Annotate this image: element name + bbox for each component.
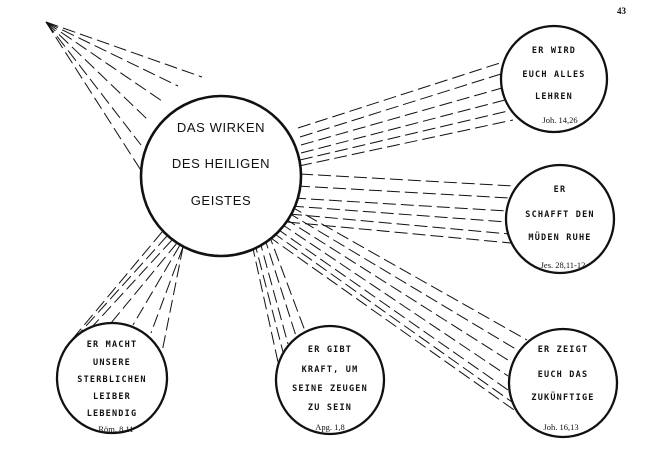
- node-leben-line-5: LEBENDIG: [87, 409, 138, 419]
- rays-zukunft-line-2: [283, 217, 512, 363]
- node-zukunft-line-1: ER ZEIGT: [538, 345, 589, 355]
- rays-leben-line-1: [64, 231, 163, 349]
- rays-lehren-line-6: [298, 119, 514, 167]
- node-zukunft-circle: [507, 327, 619, 439]
- center-line-3: GEISTES: [191, 193, 252, 208]
- node-ruhe-line-1: ER: [554, 185, 567, 195]
- center-circle: [139, 94, 303, 258]
- rays-ruhe-line-2: [290, 205, 508, 223]
- node-zukunft-line-2: EUCH DAS: [538, 370, 589, 380]
- rays-lehren-line-4: [300, 99, 506, 154]
- node-ruhe-line-2: SCHAFFT DEN: [525, 210, 595, 220]
- rays-zukunft-line-7: [289, 205, 528, 341]
- rays-ruhe-line-3: [288, 213, 510, 235]
- node-zeugen-circle: [274, 324, 386, 436]
- node-leben: ER MACHT UNSERE STERBLICHEN LEIBER LEBEN…: [55, 321, 169, 435]
- rays-leben-line-3: [90, 239, 173, 329]
- node-lehren-line-3: LEHREN: [535, 92, 573, 102]
- node-leben-line-1: ER MACHT: [87, 340, 138, 350]
- rays-ruhe-line-6: [296, 185, 510, 199]
- node-leben-line-4: LEIBER: [93, 392, 131, 402]
- rays-top-left-line-1: [45, 21, 143, 173]
- rays-leben-line-7: [161, 246, 184, 353]
- rays-zeugen-line-2: [258, 237, 289, 345]
- node-zeugen-line-4: ZU SEIN: [308, 403, 352, 413]
- rays-top-left-line-2: [45, 21, 142, 146]
- node-lehren: ER WIRD EUCH ALLES LEHREN Joh. 14,26: [499, 24, 609, 134]
- rays-top-left-line-3: [45, 21, 149, 121]
- node-lehren-ref: Joh. 14,26: [542, 115, 577, 125]
- rays-lehren-line-5: [299, 110, 509, 161]
- node-zeugen-line-1: ER GIBT: [308, 345, 352, 355]
- connector-rays: [45, 21, 528, 413]
- rays-ruhe-line-1: [292, 197, 508, 212]
- rays-zukunft-line-1: [286, 211, 520, 352]
- node-zeugen: ER GIBT KRAFT, UM SEINE ZEUGEN ZU SEIN A…: [274, 324, 386, 436]
- rays-top-left-line-6: [45, 21, 203, 78]
- node-zukunft-line-3: ZUKÜNFTIGE: [531, 392, 594, 403]
- rays-leben-line-4: [110, 242, 178, 324]
- page-number: 43: [617, 6, 627, 16]
- node-ruhe: ER SCHAFFT DEN MÜDEN RUHE Jes. 28,11-12: [504, 163, 616, 275]
- rays-zeugen-line-5: [251, 243, 279, 363]
- rays-zukunft-line-3: [279, 222, 509, 377]
- node-zeugen-line-2: KRAFT, UM: [302, 365, 359, 375]
- node-zukunft: ER ZEIGT EUCH DAS ZUKÜNFTIGE Joh. 16,13: [507, 327, 619, 439]
- rays-leben-line-2: [76, 235, 168, 337]
- rays-zukunft-line-6: [267, 235, 518, 413]
- node-lehren-circle: [499, 24, 609, 134]
- rays-top-left-line-4: [45, 21, 163, 102]
- node-ruhe-ref: Jes. 28,11-12: [541, 260, 586, 270]
- rays-zukunft-line-5: [271, 231, 513, 403]
- node-leben-ref: Röm. 8,11: [98, 424, 133, 434]
- rays-leben-line-6: [150, 246, 184, 334]
- rays-leben-line-5: [132, 244, 181, 326]
- node-ruhe-line-3: MÜDEN RUHE: [528, 232, 591, 243]
- rays-zeugen-line-1: [253, 239, 284, 353]
- rays-ruhe-line-5: [299, 173, 515, 187]
- center-line-2: DES HEILIGEN: [172, 156, 270, 171]
- rays-lehren-line-1: [297, 61, 504, 129]
- node-leben-line-2: UNSERE: [93, 358, 131, 368]
- center-line-1: DAS WIRKEN: [177, 120, 265, 135]
- rays-top-left-line-5: [45, 21, 179, 87]
- rays-zukunft-line-4: [275, 227, 509, 391]
- node-zeugen-line-3: SEINE ZEUGEN: [292, 384, 368, 394]
- rays-lehren-line-3: [300, 87, 503, 146]
- node-leben-circle: [55, 321, 169, 435]
- center-node: DAS WIRKEN DES HEILIGEN GEISTES: [139, 94, 303, 258]
- node-zeugen-ref: Apg. 1,8: [315, 422, 345, 432]
- node-zukunft-ref: Joh. 16,13: [543, 422, 578, 432]
- node-leben-line-3: STERBLICHEN: [77, 375, 147, 385]
- node-lehren-line-1: ER WIRD: [532, 46, 576, 56]
- node-lehren-line-2: EUCH ALLES: [522, 70, 585, 80]
- node-ruhe-circle: [504, 163, 616, 275]
